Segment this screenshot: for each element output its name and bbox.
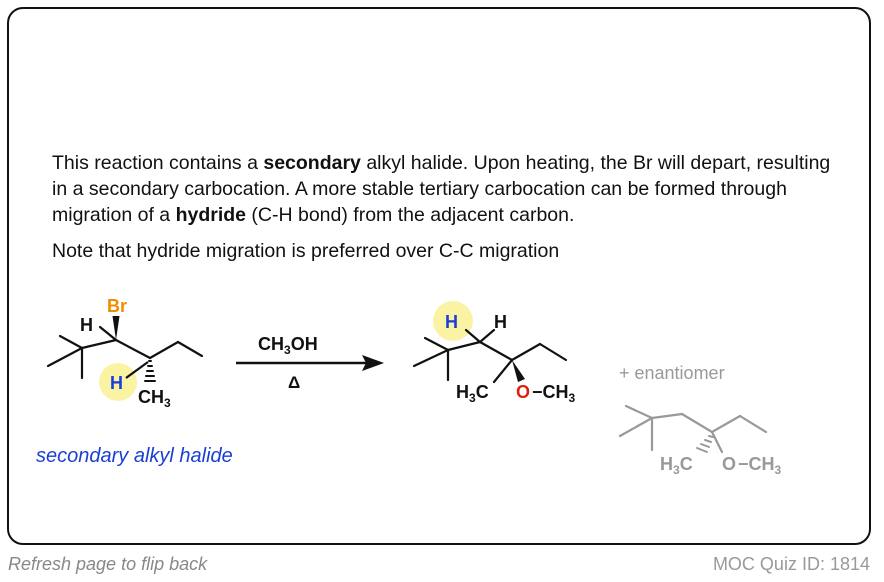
br-wedge-bond: [112, 316, 120, 340]
enantiomer-hashed-bond: [696, 435, 714, 453]
ch3-hashed-bond: [144, 360, 156, 382]
reactant-structure: H Br H CH3: [46, 296, 204, 410]
reactant-h-top: H: [80, 315, 93, 335]
enantiomer-structure: + enantiomer H3C O −CH3: [618, 363, 782, 477]
reactant-caption: secondary alkyl halide: [36, 445, 233, 467]
migrating-h-label: H: [110, 373, 123, 393]
quiz-id: MOC Quiz ID: 1814: [712, 554, 870, 574]
product-h-circled: H: [445, 312, 458, 332]
explanation-paragraph: This reaction contains a secondary alkyl…: [52, 152, 831, 226]
enantiomer-oxygen: O: [722, 454, 736, 474]
bromine-label: Br: [107, 296, 127, 316]
heat-condition: Δ: [288, 373, 300, 392]
reaction-arrow-group: CH3OH Δ: [236, 334, 384, 392]
arrow-head: [362, 355, 384, 371]
bold-secondary: secondary: [263, 152, 361, 174]
enantiomer-label: + enantiomer: [619, 363, 725, 383]
migrating-h-halo: [99, 363, 137, 401]
refresh-hint[interactable]: Refresh page to flip back: [8, 554, 208, 574]
enantiomer-och3: −CH3: [738, 454, 782, 477]
product-structure: H H H3C O −CH3: [412, 301, 576, 405]
product-oxygen: O: [516, 382, 530, 402]
product-h-halo: [433, 301, 473, 341]
o-wedge-bond: [512, 360, 525, 382]
bold-hydride: hydride: [175, 204, 246, 226]
card-frame: [7, 7, 871, 545]
product-h-right: H: [494, 312, 507, 332]
reagent-label: CH3OH: [258, 334, 318, 357]
enantiomer-h3c: H3C: [660, 454, 693, 477]
note-text: Note that hydride migration is preferred…: [52, 240, 560, 262]
reactant-ch3: CH3: [138, 387, 171, 410]
product-h3c: H3C: [456, 382, 489, 405]
product-och3: −CH3: [532, 382, 576, 405]
